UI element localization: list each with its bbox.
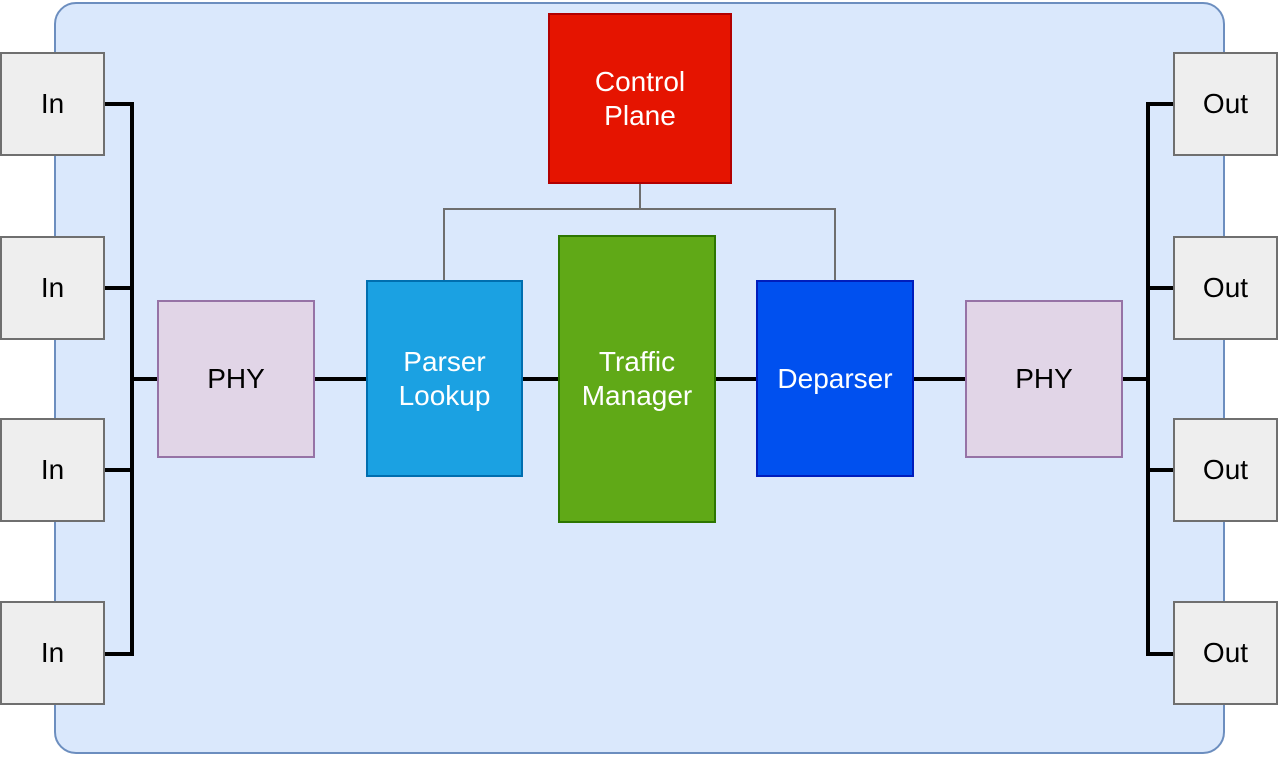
phy-out-block: PHY	[965, 300, 1123, 458]
traffic-manager-block: Traffic Manager	[558, 235, 716, 523]
parser-lookup-label: Parser Lookup	[398, 345, 491, 411]
phy-out-label: PHY	[1015, 363, 1073, 395]
output-port-label: Out	[1202, 637, 1249, 669]
deparser-block: Deparser	[756, 280, 914, 477]
input-port-label: In	[40, 637, 65, 669]
output-port-3: Out	[1173, 418, 1278, 522]
output-port-label: Out	[1202, 88, 1249, 120]
output-port-4: Out	[1173, 601, 1278, 705]
input-port-3: In	[0, 418, 105, 522]
input-port-1: In	[0, 52, 105, 156]
input-port-label: In	[40, 88, 65, 120]
input-port-label: In	[40, 454, 65, 486]
input-port-2: In	[0, 236, 105, 340]
control-plane-label: Control Plane	[594, 65, 686, 131]
output-port-2: Out	[1173, 236, 1278, 340]
output-port-1: Out	[1173, 52, 1278, 156]
output-port-label: Out	[1202, 454, 1249, 486]
input-port-4: In	[0, 601, 105, 705]
control-plane-block: Control Plane	[548, 13, 732, 184]
output-port-label: Out	[1202, 272, 1249, 304]
parser-lookup-block: Parser Lookup	[366, 280, 523, 477]
phy-in-label: PHY	[207, 363, 265, 395]
traffic-manager-label: Traffic Manager	[581, 346, 693, 411]
deparser-label: Deparser	[777, 362, 893, 394]
input-port-label: In	[40, 272, 65, 304]
phy-in-block: PHY	[157, 300, 315, 458]
